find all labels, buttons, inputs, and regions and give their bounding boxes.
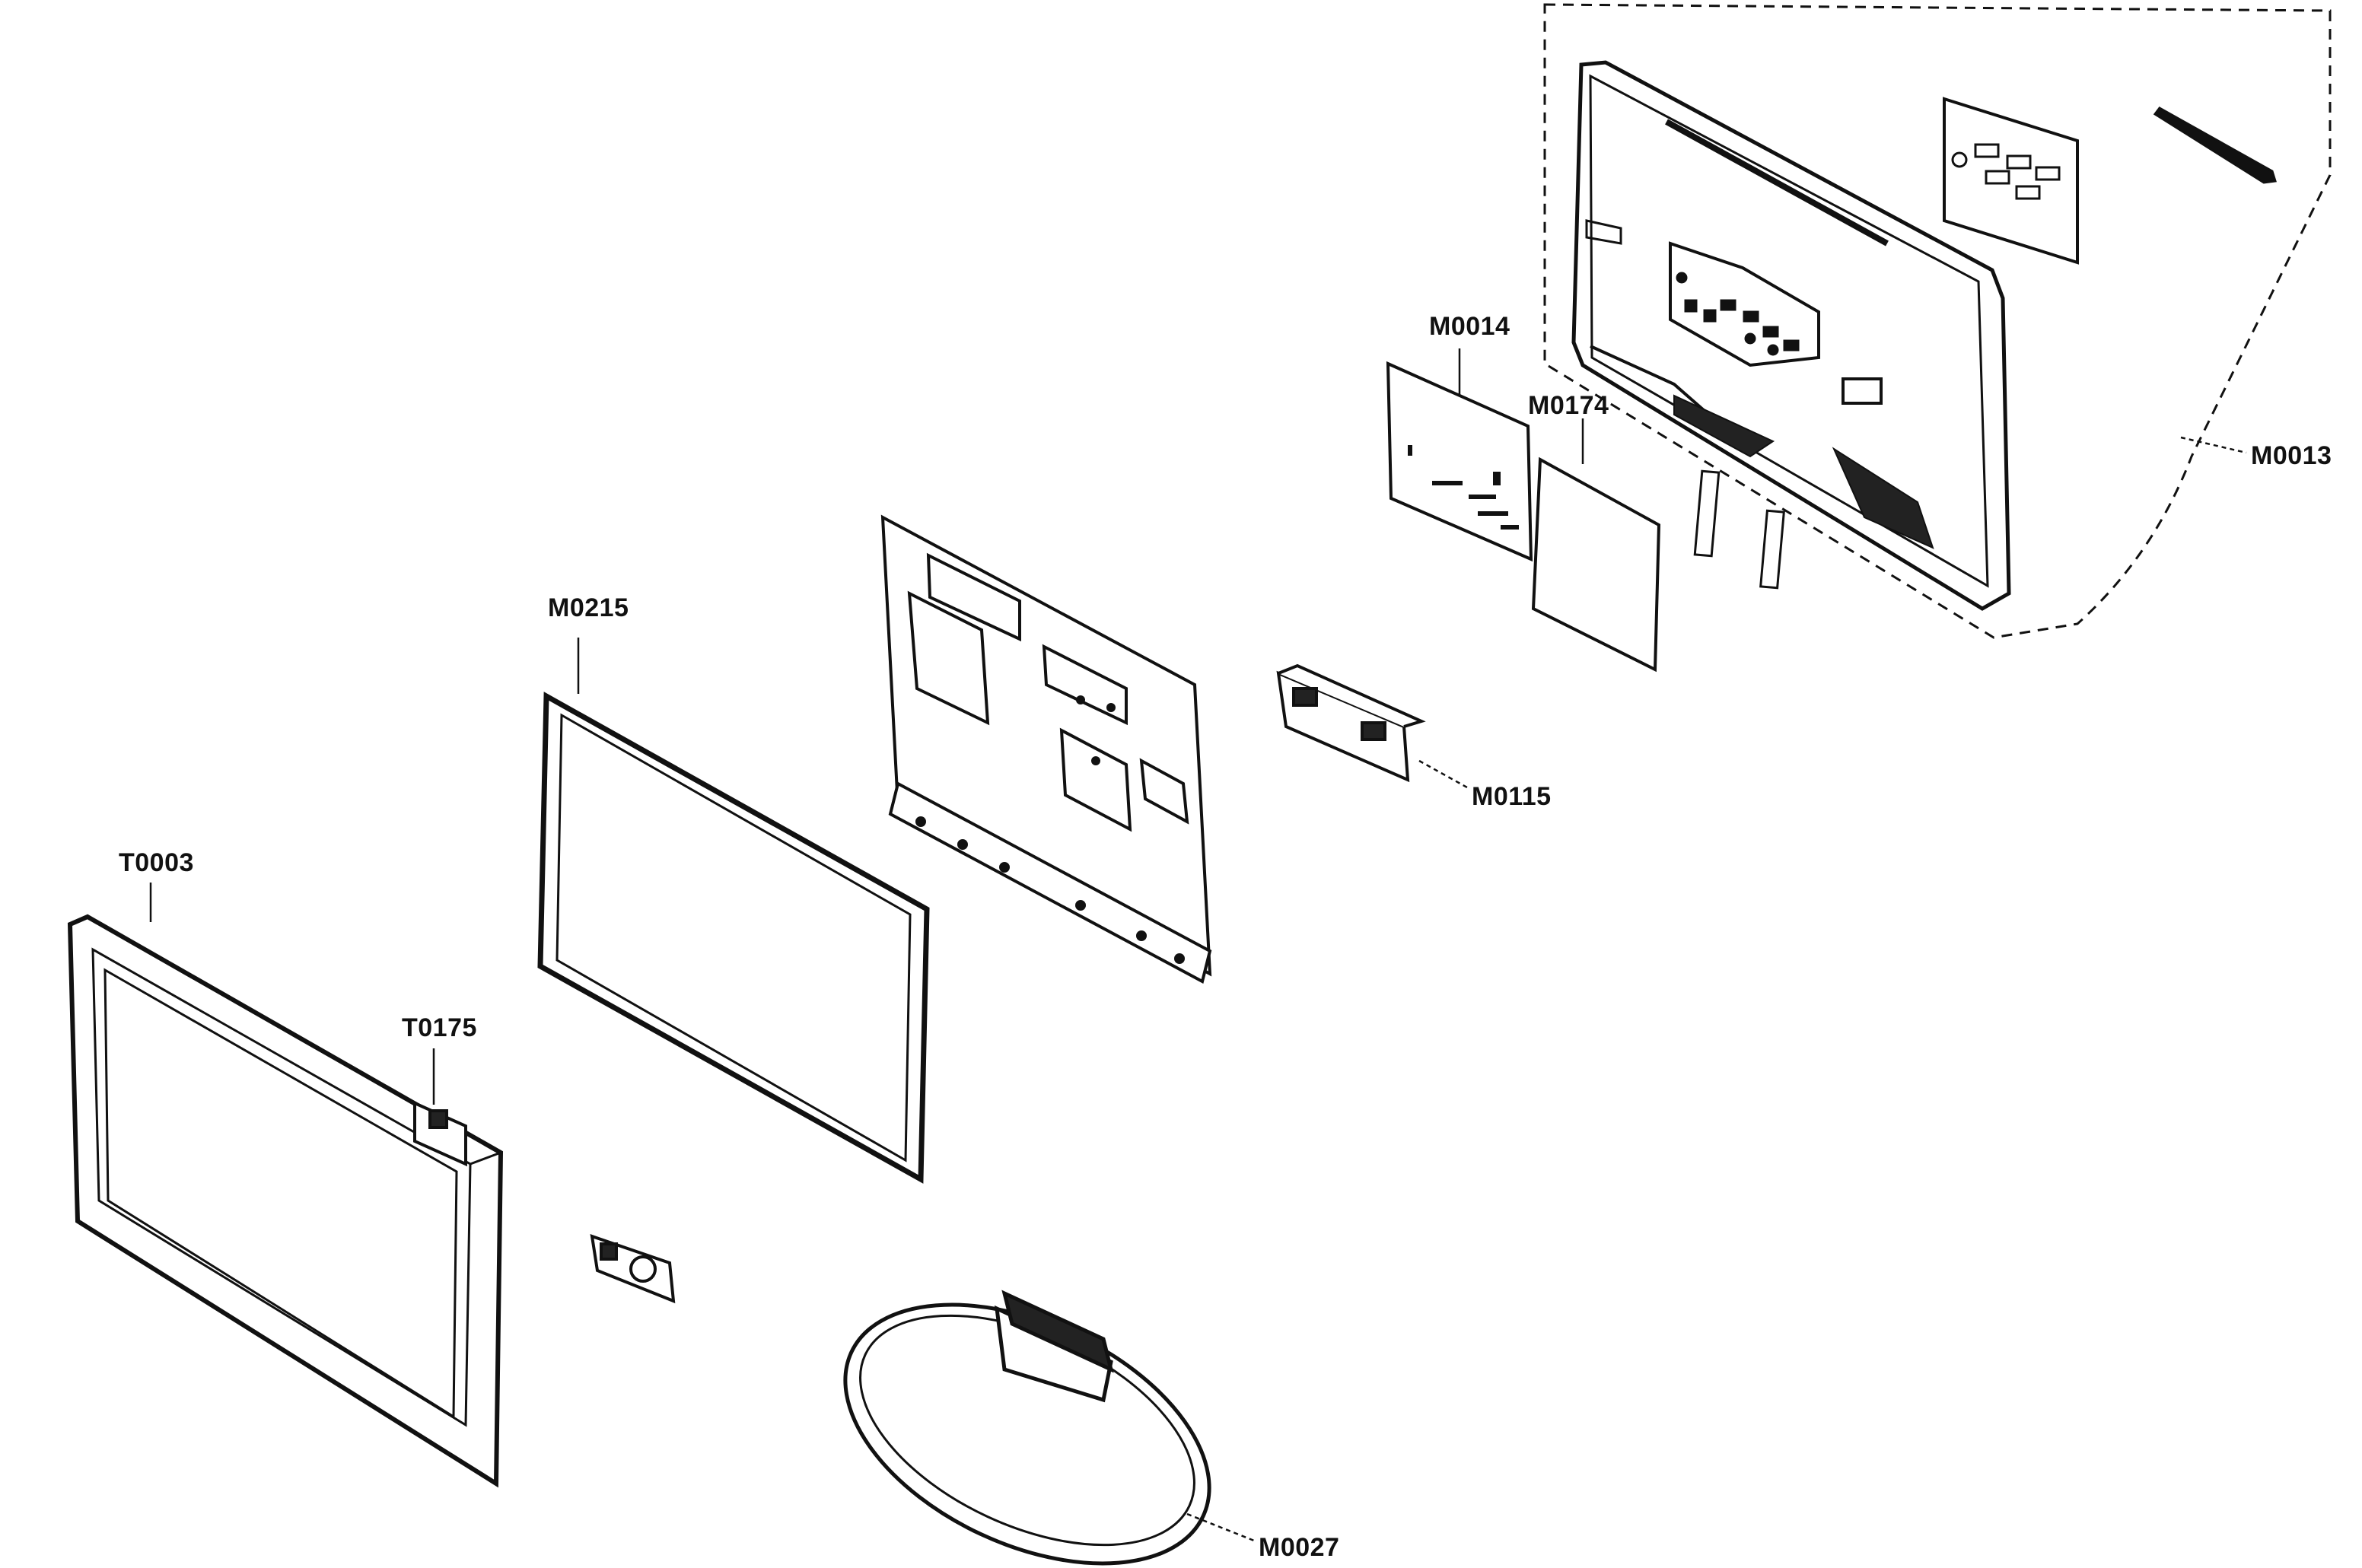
leader-lines: [149, 348, 2247, 1542]
label-m0014: M0014: [1429, 312, 1510, 341]
chassis-frame: [880, 514, 1212, 984]
label-t0003: T0003: [119, 848, 194, 877]
m0027-stand: [843, 1290, 1211, 1566]
bracket-right: [1759, 509, 1785, 590]
bracket-left: [1693, 469, 1721, 558]
m0174-sheet: [1531, 456, 1661, 673]
t0003-front-bezel: [67, 914, 504, 1488]
label-m0027: M0027: [1259, 1533, 1339, 1562]
wire-harness: [2153, 107, 2277, 184]
rear-cover-assembly: [1543, 3, 2332, 639]
terminal-block: [1669, 241, 1820, 367]
jack-plate: [1943, 97, 2079, 265]
assembly-boundary-dashed: [1543, 3, 2332, 639]
label-m0174: M0174: [1528, 391, 1609, 420]
label-m0013: M0013: [2251, 441, 2332, 470]
small-bracket: [590, 1234, 676, 1304]
label-t0175: T0175: [402, 1013, 477, 1042]
label-m0215: M0215: [548, 593, 629, 622]
m0115-bracket: [1276, 663, 1426, 783]
part-labels: M0013 M0014 M0174 M0215 M0115 T0003 T017…: [119, 312, 2332, 1562]
m0215-panel: [537, 692, 930, 1184]
label-m0115: M0115: [1472, 782, 1552, 811]
t0175-board: [413, 1100, 467, 1167]
m0014-board: [1386, 361, 1533, 562]
